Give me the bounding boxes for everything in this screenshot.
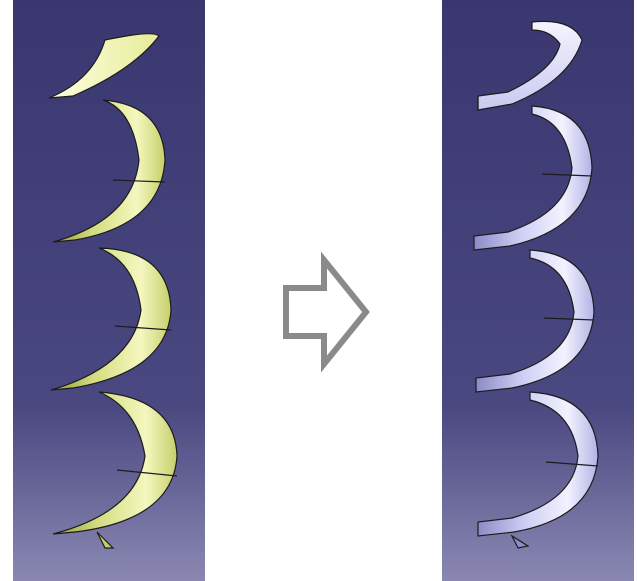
- solid-helix-canvas: [442, 0, 634, 581]
- solid-helix-viewport[interactable]: [442, 0, 634, 581]
- right-arrow-icon: [274, 250, 374, 375]
- surface-helix-canvas: [13, 0, 205, 581]
- viewport-background: [442, 0, 634, 581]
- solid-helix-model: [473, 20, 599, 549]
- viewport-background: [13, 0, 205, 581]
- surface-helix-model: [48, 33, 178, 549]
- surface-helix-viewport[interactable]: [13, 0, 205, 581]
